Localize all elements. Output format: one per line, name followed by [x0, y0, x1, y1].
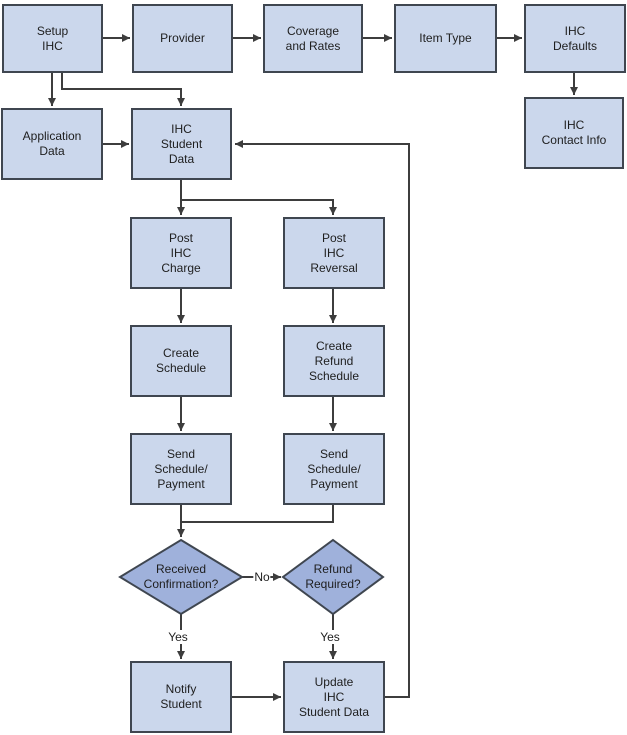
edge-label-yes-refund: Yes: [319, 630, 341, 644]
node-send-schedule-payment-refund: Send Schedule/ Payment: [283, 433, 385, 505]
node-send-schedule-payment-charge: Send Schedule/ Payment: [130, 433, 232, 505]
node-create-refund-schedule: Create Refund Schedule: [283, 325, 385, 397]
connector-update-to-student-data-loop: [235, 140, 410, 698]
node-create-schedule: Create Schedule: [130, 325, 232, 397]
node-notify-student: Notify Student: [130, 661, 232, 733]
refund-required-label: Refund Required?: [305, 562, 361, 591]
connector-student-data-to-post-reversal: [181, 199, 337, 215]
received-confirmation-label: Received Confirmation?: [143, 562, 219, 591]
node-provider: Provider: [132, 4, 233, 73]
edge-label-yes-confirmation: Yes: [167, 630, 189, 644]
node-ihc-defaults: IHC Defaults: [524, 4, 626, 73]
connector-setup-ihc-to-student-data: [61, 73, 185, 106]
node-item-type: Item Type: [394, 4, 497, 73]
node-coverage-and-rates: Coverage and Rates: [263, 4, 363, 73]
node-setup-ihc: Setup IHC: [2, 4, 103, 73]
node-ihc-student-data: IHC Student Data: [131, 108, 232, 180]
node-post-ihc-reversal: Post IHC Reversal: [283, 217, 385, 289]
connector-send-right-merge: [181, 505, 334, 523]
node-ihc-contact-info: IHC Contact Info: [524, 97, 624, 169]
received-confirmation-diamond: [118, 538, 244, 616]
node-post-ihc-charge: Post IHC Charge: [130, 217, 232, 289]
node-update-ihc-student-data: Update IHC Student Data: [283, 661, 385, 733]
refund-required-diamond: [281, 538, 385, 616]
node-application-data: Application Data: [1, 108, 103, 180]
edge-label-no: No: [253, 570, 271, 584]
